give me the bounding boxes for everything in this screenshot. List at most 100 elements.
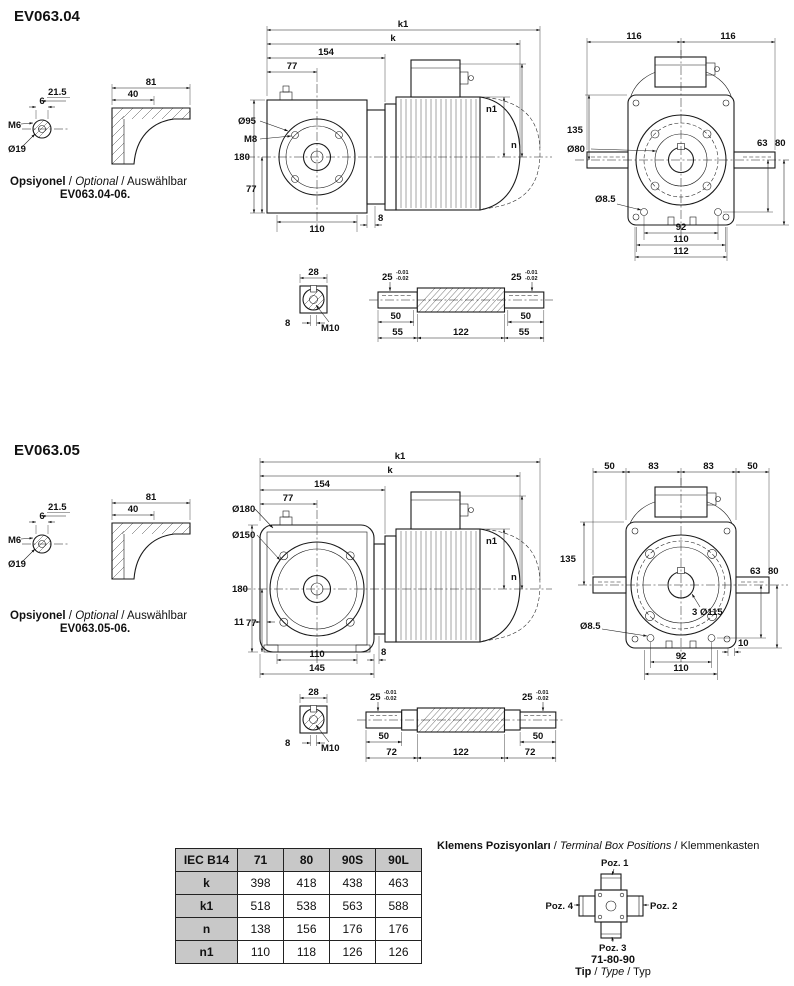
cell: 126	[375, 940, 422, 964]
tol-upper-left: -0.01	[396, 270, 409, 276]
optional-note-line: Opsiyonel / Optional / Auswählbar	[10, 610, 220, 622]
dim-8: 8	[285, 738, 290, 749]
dim-10: 10	[738, 638, 749, 649]
note-sep: /	[65, 610, 76, 622]
dim-81: 81	[146, 492, 157, 503]
ev05-front-view-drawing: 50 83 83 50 135 63 80 3 Ø115 Ø8.5 92 10 …	[560, 461, 788, 680]
dim-m10: M10	[321, 743, 339, 754]
dim-116-right: 116	[720, 31, 735, 42]
type-word-en: Type	[600, 966, 625, 978]
dim-25-right: 25	[522, 692, 533, 703]
front-view-outline	[575, 50, 789, 235]
dim-28: 28	[308, 687, 319, 698]
dim-50-left: 50	[379, 731, 390, 742]
optional-code: EV063.04-06.	[59, 189, 131, 201]
dim-110: 110	[309, 649, 324, 660]
cell: 110	[237, 940, 284, 964]
ev05-side-view-dimensions	[248, 458, 541, 678]
dim-11: 11	[234, 617, 245, 628]
cell: 588	[375, 894, 422, 918]
dim-77-left: 77	[246, 184, 257, 195]
dim-50-right: 50	[521, 311, 532, 322]
flange-section	[111, 499, 191, 580]
dim-180: 180	[234, 152, 250, 163]
optional-note-ev05: Opsiyonel / Optional / Auswählbar EV063.…	[10, 610, 220, 635]
note-word-en: Optional	[75, 610, 119, 622]
dim-m6: M6	[8, 535, 21, 546]
shaft-outline	[357, 707, 565, 733]
dim-25-right: 25	[511, 272, 522, 283]
tol-upper-left: -0.01	[384, 690, 397, 696]
row-label: n	[175, 917, 238, 941]
dim-k: k	[390, 33, 396, 44]
front-view-dimensions	[585, 38, 789, 261]
optional-code: EV063.05-06.	[59, 623, 131, 635]
dim-6: 6	[39, 96, 44, 107]
dim-135: 135	[560, 554, 577, 565]
dim-3: 3	[692, 607, 697, 618]
optional-note-line: Opsiyonel / Optional / Auswählbar	[10, 176, 220, 188]
dim-n: n	[511, 572, 517, 583]
dim-m10: M10	[321, 323, 339, 334]
cell: 518	[237, 894, 284, 918]
table-header-90l: 90L	[375, 848, 422, 872]
table-header-80: 80	[283, 848, 330, 872]
dim-dia115: Ø115	[700, 607, 723, 618]
cell: 418	[283, 871, 330, 895]
type-word-tr: Tip	[575, 966, 592, 978]
dim-28: 28	[308, 267, 319, 278]
shaft-section-square	[299, 274, 330, 326]
dim-25-left: 25	[382, 272, 393, 283]
ev04-front-view-drawing: 116 116 135 Ø80 Ø8.5 63 80 92 110 112	[567, 31, 789, 261]
ev04-optional-shaft-drawing: 21.5 6 M6 Ø19 81 40	[8, 77, 191, 165]
dim-63: 63	[750, 566, 761, 577]
tol-lower-right: -0.02	[525, 276, 538, 282]
ev05-side-view-drawing: k1 k 154 77 Ø180 Ø150 180 77 11 110 145 …	[232, 451, 552, 678]
dim-21-5: 21.5	[48, 502, 67, 513]
poz-4-label: Poz. 4	[546, 901, 574, 912]
terminal-box-cross	[578, 873, 644, 939]
dim-50-left: 50	[391, 311, 402, 322]
row-label: n1	[175, 940, 238, 964]
terminal-box-title: Klemens Pozisyonları / Terminal Box Posi…	[437, 840, 759, 852]
shaft-end-section	[20, 97, 70, 149]
dim-112: 112	[673, 246, 688, 257]
note-word-tr: Opsiyonel	[10, 610, 66, 622]
dim-50-left: 50	[604, 461, 615, 472]
dim-116-left: 116	[626, 31, 641, 42]
dim-m8: M8	[244, 134, 257, 145]
dim-n: n	[511, 140, 517, 151]
dim-80: 80	[768, 566, 779, 577]
dim-110: 110	[673, 663, 688, 674]
shaft-outline	[369, 287, 553, 313]
dim-110: 110	[309, 224, 324, 235]
gearbox-motor-outline	[246, 59, 552, 228]
dim-50-right: 50	[747, 461, 758, 472]
dim-180: 180	[232, 584, 248, 595]
tol-lower-left: -0.02	[384, 696, 397, 702]
section-title-ev063-05: EV063.05	[14, 442, 80, 459]
shaft-dimensions	[365, 702, 556, 762]
dim-dia19: Ø19	[8, 144, 26, 155]
dim-110: 110	[673, 234, 688, 245]
row-label: k1	[175, 894, 238, 918]
title-sep: /	[550, 840, 560, 852]
table-row-k: k 398 418 438 463	[175, 871, 422, 895]
dim-81: 81	[146, 77, 157, 88]
cell: 398	[237, 871, 284, 895]
table-row-n: n 138 156 176 176	[175, 917, 422, 941]
dim-92: 92	[676, 651, 687, 662]
dim-8: 8	[285, 318, 290, 329]
dim-dia8-5: Ø8.5	[595, 194, 616, 205]
dim-k1: k1	[398, 19, 409, 30]
note-sep: /	[65, 176, 76, 188]
cell: 118	[283, 940, 330, 964]
dim-55-right: 55	[519, 327, 530, 338]
dim-40: 40	[128, 89, 139, 100]
note-word-de: Auswählbar	[127, 176, 188, 188]
dim-154: 154	[318, 47, 335, 58]
dim-77-left: 77	[246, 618, 257, 629]
cell: 176	[329, 917, 376, 941]
dim-dia8-5: Ø8.5	[580, 621, 601, 632]
cell: 538	[283, 894, 330, 918]
